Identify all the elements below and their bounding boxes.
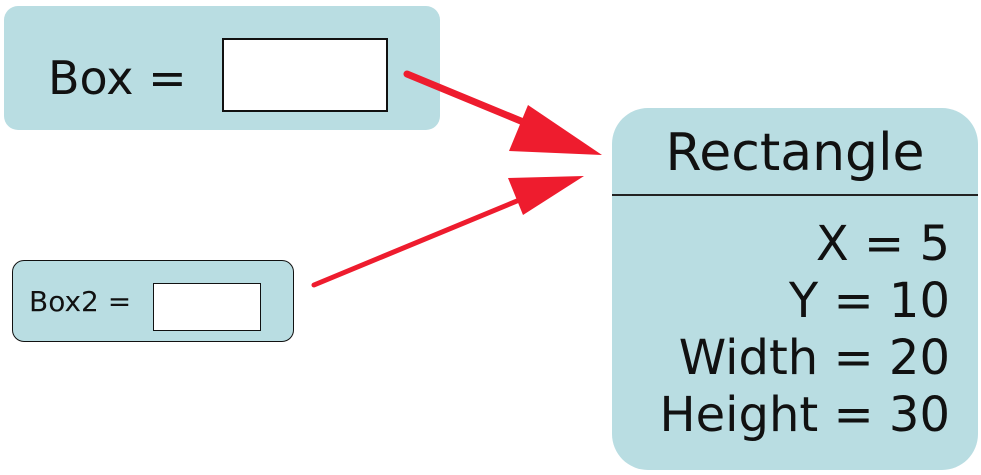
box2-arrow-shaft [311,193,532,288]
rectangle-class-title: Rectangle [665,123,925,183]
box2-arrow-head [508,176,584,215]
rectangle-property-width: Width = 20 [678,330,950,386]
box-variable-panel: Box = [4,6,440,130]
box-reference-slot [222,38,388,112]
box2-variable-label: Box2 = [29,285,132,318]
rectangle-property-y: Y = 10 [788,273,950,329]
rectangle-property-x: X = 5 [815,216,950,272]
rectangle-object-panel: Rectangle X = 5 Y = 10 Width = 20 Height… [612,108,978,470]
rectangle-properties-list: X = 5 Y = 10 Width = 20 Height = 30 [660,216,950,444]
box2-variable-panel: Box2 = [12,260,294,342]
box-reference-arrow [403,70,602,155]
box-arrow-head [509,105,602,155]
box2-reference-arrow [311,176,584,288]
rectangle-property-height: Height = 30 [659,387,950,443]
box2-reference-slot [153,283,261,331]
box-variable-label: Box = [48,51,187,105]
rectangle-divider [612,194,978,196]
